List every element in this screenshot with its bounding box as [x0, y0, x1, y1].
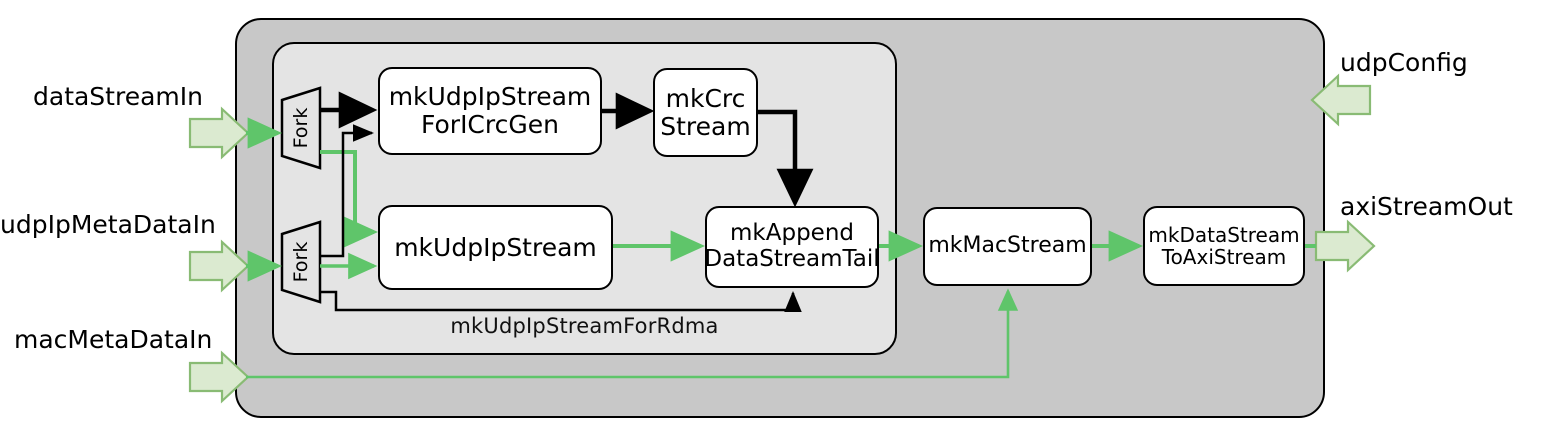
module-line-2: ToAxiStream: [1161, 245, 1287, 269]
module-mkDataStreamToAxiStream[interactable]: mkDataStream ToAxiStream: [1143, 206, 1305, 286]
fork-upper-shape: [280, 86, 322, 170]
module-line-1: mkUdpIpStream: [394, 232, 597, 262]
module-line-2: DataStreamTail: [704, 246, 880, 272]
wire-fork-upper-to-mkUdpIpStream: [320, 150, 379, 248]
module-line-1: mkDataStream: [1148, 222, 1300, 247]
module-mkMacStream[interactable]: mkMacStream: [923, 207, 1092, 286]
io-arrow-udpConfig: [1310, 73, 1372, 127]
io-arrow-udpIpMetaDataIn: [188, 239, 250, 293]
module-line-2: Stream: [660, 111, 751, 141]
inner-module-label: mkUdpIpStreamForRdma: [450, 314, 719, 338]
module-line-1: mkAppend: [730, 220, 854, 247]
io-arrow-dataStreamIn: [188, 106, 250, 160]
io-label-udpConfig: udpConfig: [1340, 48, 1468, 77]
wire-mkCrcStream-to-mkAppend: [758, 109, 814, 208]
io-arrow-macMetaDataIn: [188, 350, 250, 404]
wire-fork-lower-to-icrcgen-secondary: [320, 124, 375, 258]
fork-lower-shape: [280, 220, 322, 304]
module-mkUdpIpStream[interactable]: mkUdpIpStream: [378, 205, 613, 290]
module-mkCrcStream[interactable]: mkCrc Stream: [653, 68, 758, 157]
io-label-udpIpMetaDataIn: udpIpMetaDataIn: [0, 210, 216, 239]
io-label-axiStreamOut: axiStreamOut: [1340, 192, 1513, 221]
wire-macMetaDataIn-to-mkMacStream: [246, 288, 1019, 379]
module-line-1: mkUdpIpStream: [388, 82, 592, 111]
module-line-2: ForICrcGen: [421, 110, 559, 139]
wire-fork-lower-to-mkAppend-bottom: [320, 290, 802, 312]
module-mkAppendDataStreamTail[interactable]: mkAppend DataStreamTail: [704, 206, 880, 288]
module-mkUdpIpStreamForICrcGen[interactable]: mkUdpIpStream ForICrcGen: [378, 67, 602, 155]
module-line-1: mkMacStream: [928, 233, 1087, 259]
io-label-macMetaDataIn: macMetaDataIn: [14, 325, 213, 354]
io-label-dataStreamIn: dataStreamIn: [33, 82, 203, 111]
module-line-1: mkCrc: [665, 83, 746, 113]
io-arrow-axiStreamOut: [1314, 219, 1376, 273]
